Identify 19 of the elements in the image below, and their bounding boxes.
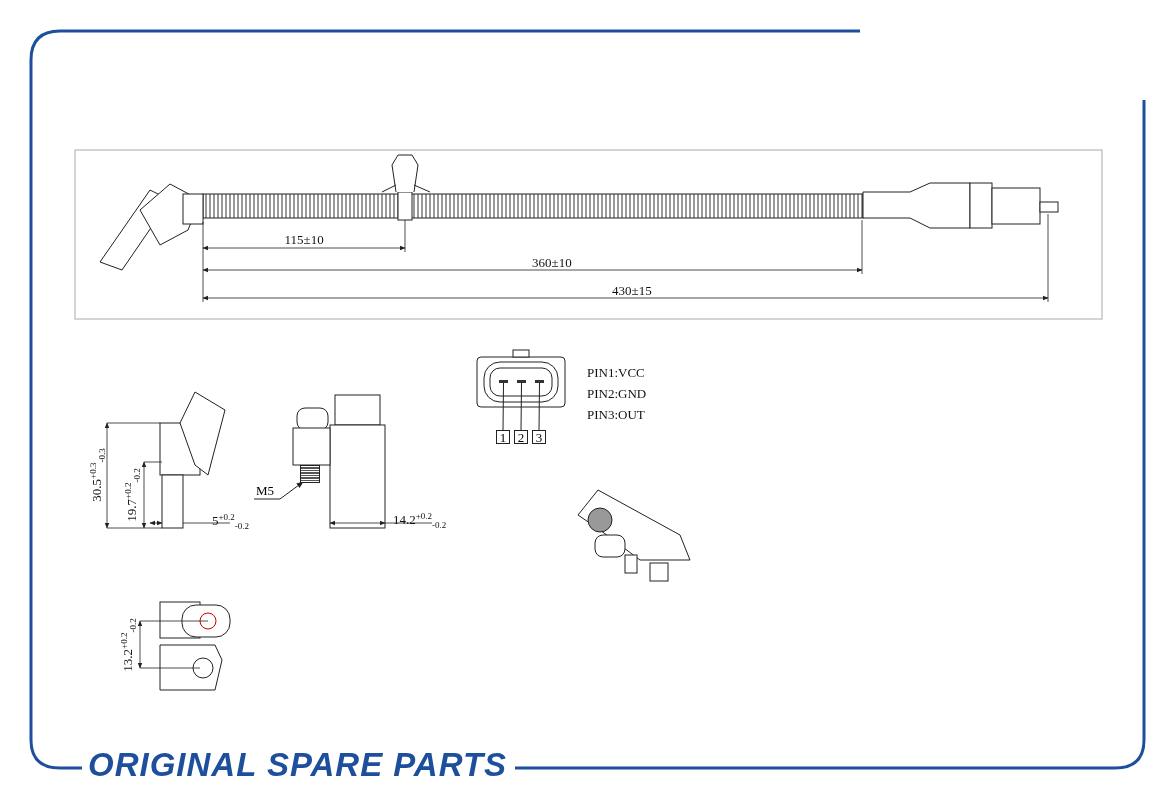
leader-line (538, 382, 540, 431)
pin-label: PIN3:OUT (587, 408, 645, 421)
callout-text: M5 (254, 483, 276, 498)
leader-line (520, 382, 522, 431)
dimension-text: 430±15 (612, 284, 652, 297)
pin-number: 2 (514, 430, 528, 444)
dimension-text: 115±10 (284, 233, 324, 246)
dimension-text: 360±10 (532, 256, 572, 269)
connector-pin (535, 380, 544, 383)
pin-number: 1 (496, 430, 510, 444)
connector-pin (499, 380, 508, 383)
pin-label: PIN1:VCC (587, 366, 645, 379)
leader-line (502, 382, 504, 431)
slogan-text: ORIGINAL SPARE PARTS (88, 748, 508, 781)
leader-line (253, 481, 304, 500)
pin-number: 3 (532, 430, 546, 444)
thread-stud (300, 465, 320, 483)
pin-label: PIN2:GND (587, 387, 647, 400)
connector-pin (517, 380, 526, 383)
